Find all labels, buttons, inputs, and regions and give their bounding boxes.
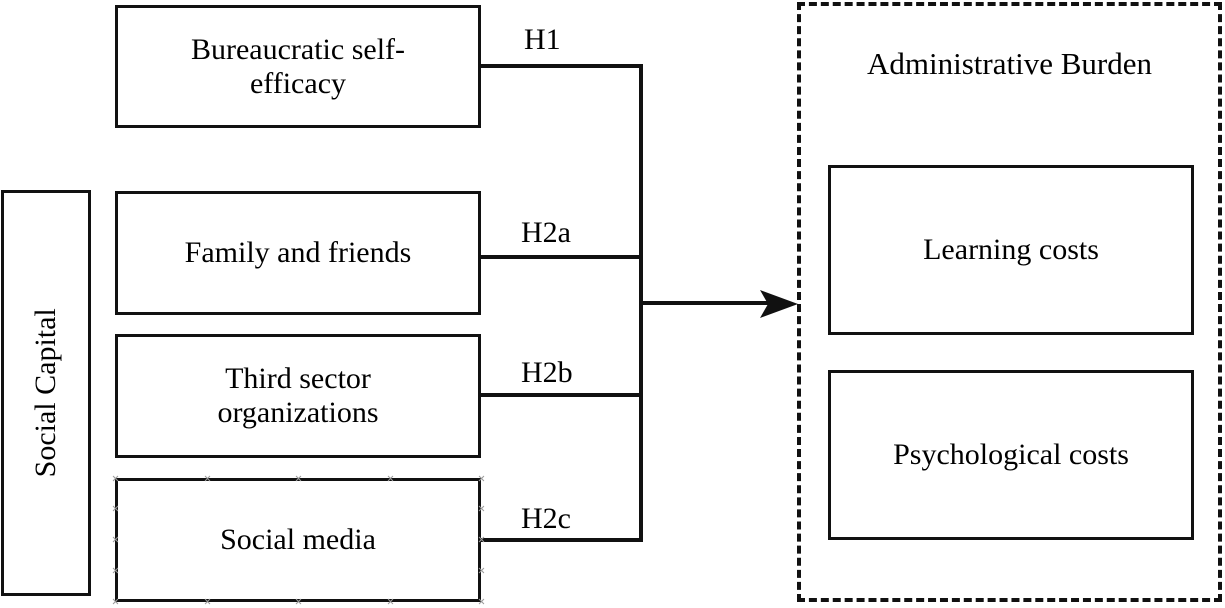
node-social-capital[interactable]: Social Capital xyxy=(1,190,91,596)
connector-arrow-shaft xyxy=(639,301,779,305)
node-family-and-friends[interactable]: Family and friends xyxy=(115,191,481,315)
node-learning-costs[interactable]: Learning costs xyxy=(828,165,1194,335)
node-bureaucratic-self-efficacy-label: Bureaucratic self-efficacy xyxy=(190,32,406,100)
node-social-capital-label: Social Capital xyxy=(29,308,63,478)
node-bureaucratic-self-efficacy[interactable]: Bureaucratic self-efficacy xyxy=(115,5,481,128)
node-psychological-costs-label: Psychological costs xyxy=(893,438,1129,472)
hypothesis-label-h2c[interactable]: H2c xyxy=(521,502,571,535)
hypothesis-label-h2a[interactable]: H2a xyxy=(521,216,571,249)
connector-h2c-stub xyxy=(479,538,643,542)
node-social-media-label: Social media xyxy=(220,523,376,557)
connector-h2b-stub xyxy=(479,393,643,397)
arrowhead-icon xyxy=(760,290,798,318)
node-social-media[interactable]: Social media xyxy=(115,478,481,602)
connector-h2a-stub xyxy=(479,255,643,259)
node-family-and-friends-label: Family and friends xyxy=(184,236,412,270)
hypothesis-label-h2b[interactable]: H2b xyxy=(521,356,573,389)
group-administrative-burden-title: Administrative Burden xyxy=(867,46,1152,81)
connector-h1-stub xyxy=(479,64,643,68)
group-administrative-burden[interactable] xyxy=(797,2,1222,602)
hypothesis-label-h1[interactable]: H1 xyxy=(524,23,561,56)
node-learning-costs-label: Learning costs xyxy=(923,233,1099,267)
node-psychological-costs[interactable]: Psychological costs xyxy=(828,370,1194,540)
